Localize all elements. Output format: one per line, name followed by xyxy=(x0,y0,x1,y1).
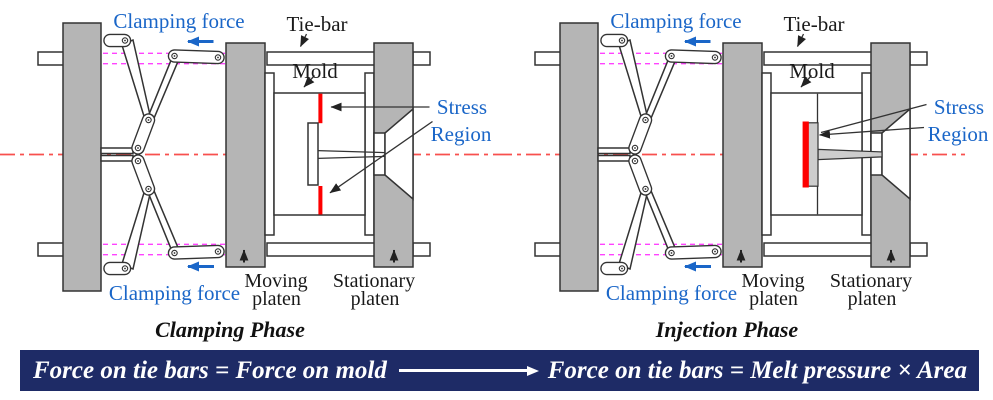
stress-region-injection xyxy=(802,93,927,215)
stress-region-label-line2: Region xyxy=(928,122,989,146)
arrow-shaft xyxy=(398,369,527,372)
mold-cavity xyxy=(307,122,319,186)
stress-region-label-line1: Stress xyxy=(437,95,487,119)
stationary-platen-label-line2: platen xyxy=(848,288,897,310)
stress-leader-arrow-bottom xyxy=(329,120,433,194)
phase-title: Injection Phase xyxy=(655,317,799,342)
clamping-phase-diagram: Clamping force Tie-bar Mold Stress Regio… xyxy=(0,9,497,342)
stress-region-label-line1: Stress xyxy=(934,95,984,119)
stress-leader-arrow xyxy=(819,126,925,139)
stress-leader-line xyxy=(820,103,927,134)
clamping-force-label-top: Clamping force xyxy=(610,9,741,33)
phase-title: Clamping Phase xyxy=(155,317,305,342)
stationary-platen-label-line2: platen xyxy=(351,288,400,310)
mold-label: Mold xyxy=(789,59,835,83)
stress-region-bar-bottom xyxy=(318,186,323,215)
moving-platen-label-line1: Moving xyxy=(244,270,307,292)
equation-right: Force on tie bars = Melt pressure × Area xyxy=(547,357,967,384)
stationary-platen-label-line1: Stationary xyxy=(333,270,415,292)
mold-label: Mold xyxy=(292,59,338,83)
moving-platen-label-line2: platen xyxy=(252,288,301,310)
stress-region-bar-top xyxy=(318,93,323,124)
equation-arrow xyxy=(398,365,539,376)
stress-region-clamping xyxy=(307,93,433,215)
stationary-platen-label-line1: Stationary xyxy=(830,270,912,292)
injection-phase-diagram: Clamping force Tie-bar Mold Stress Regio… xyxy=(497,9,989,342)
clamping-force-label-bottom: Clamping force xyxy=(606,281,737,305)
stress-region-bar xyxy=(802,121,809,188)
right-arrow-icon xyxy=(526,365,539,376)
tie-bar-label: Tie-bar xyxy=(783,12,844,36)
clamping-force-label-top: Clamping force xyxy=(113,9,244,33)
clamping-force-label-bottom: Clamping force xyxy=(109,281,240,305)
equation-banner: Force on tie bars = Force on mold Force … xyxy=(20,350,979,391)
moving-platen-label-line1: Moving xyxy=(741,270,804,292)
tie-bar-label: Tie-bar xyxy=(286,12,347,36)
equation-left: Force on tie bars = Force on mold xyxy=(33,357,387,384)
stress-region-label-line2: Region xyxy=(431,122,492,146)
molded-part-flange xyxy=(807,122,819,187)
sprue-channel xyxy=(317,149,386,160)
moving-platen-label-line2: platen xyxy=(749,288,798,310)
